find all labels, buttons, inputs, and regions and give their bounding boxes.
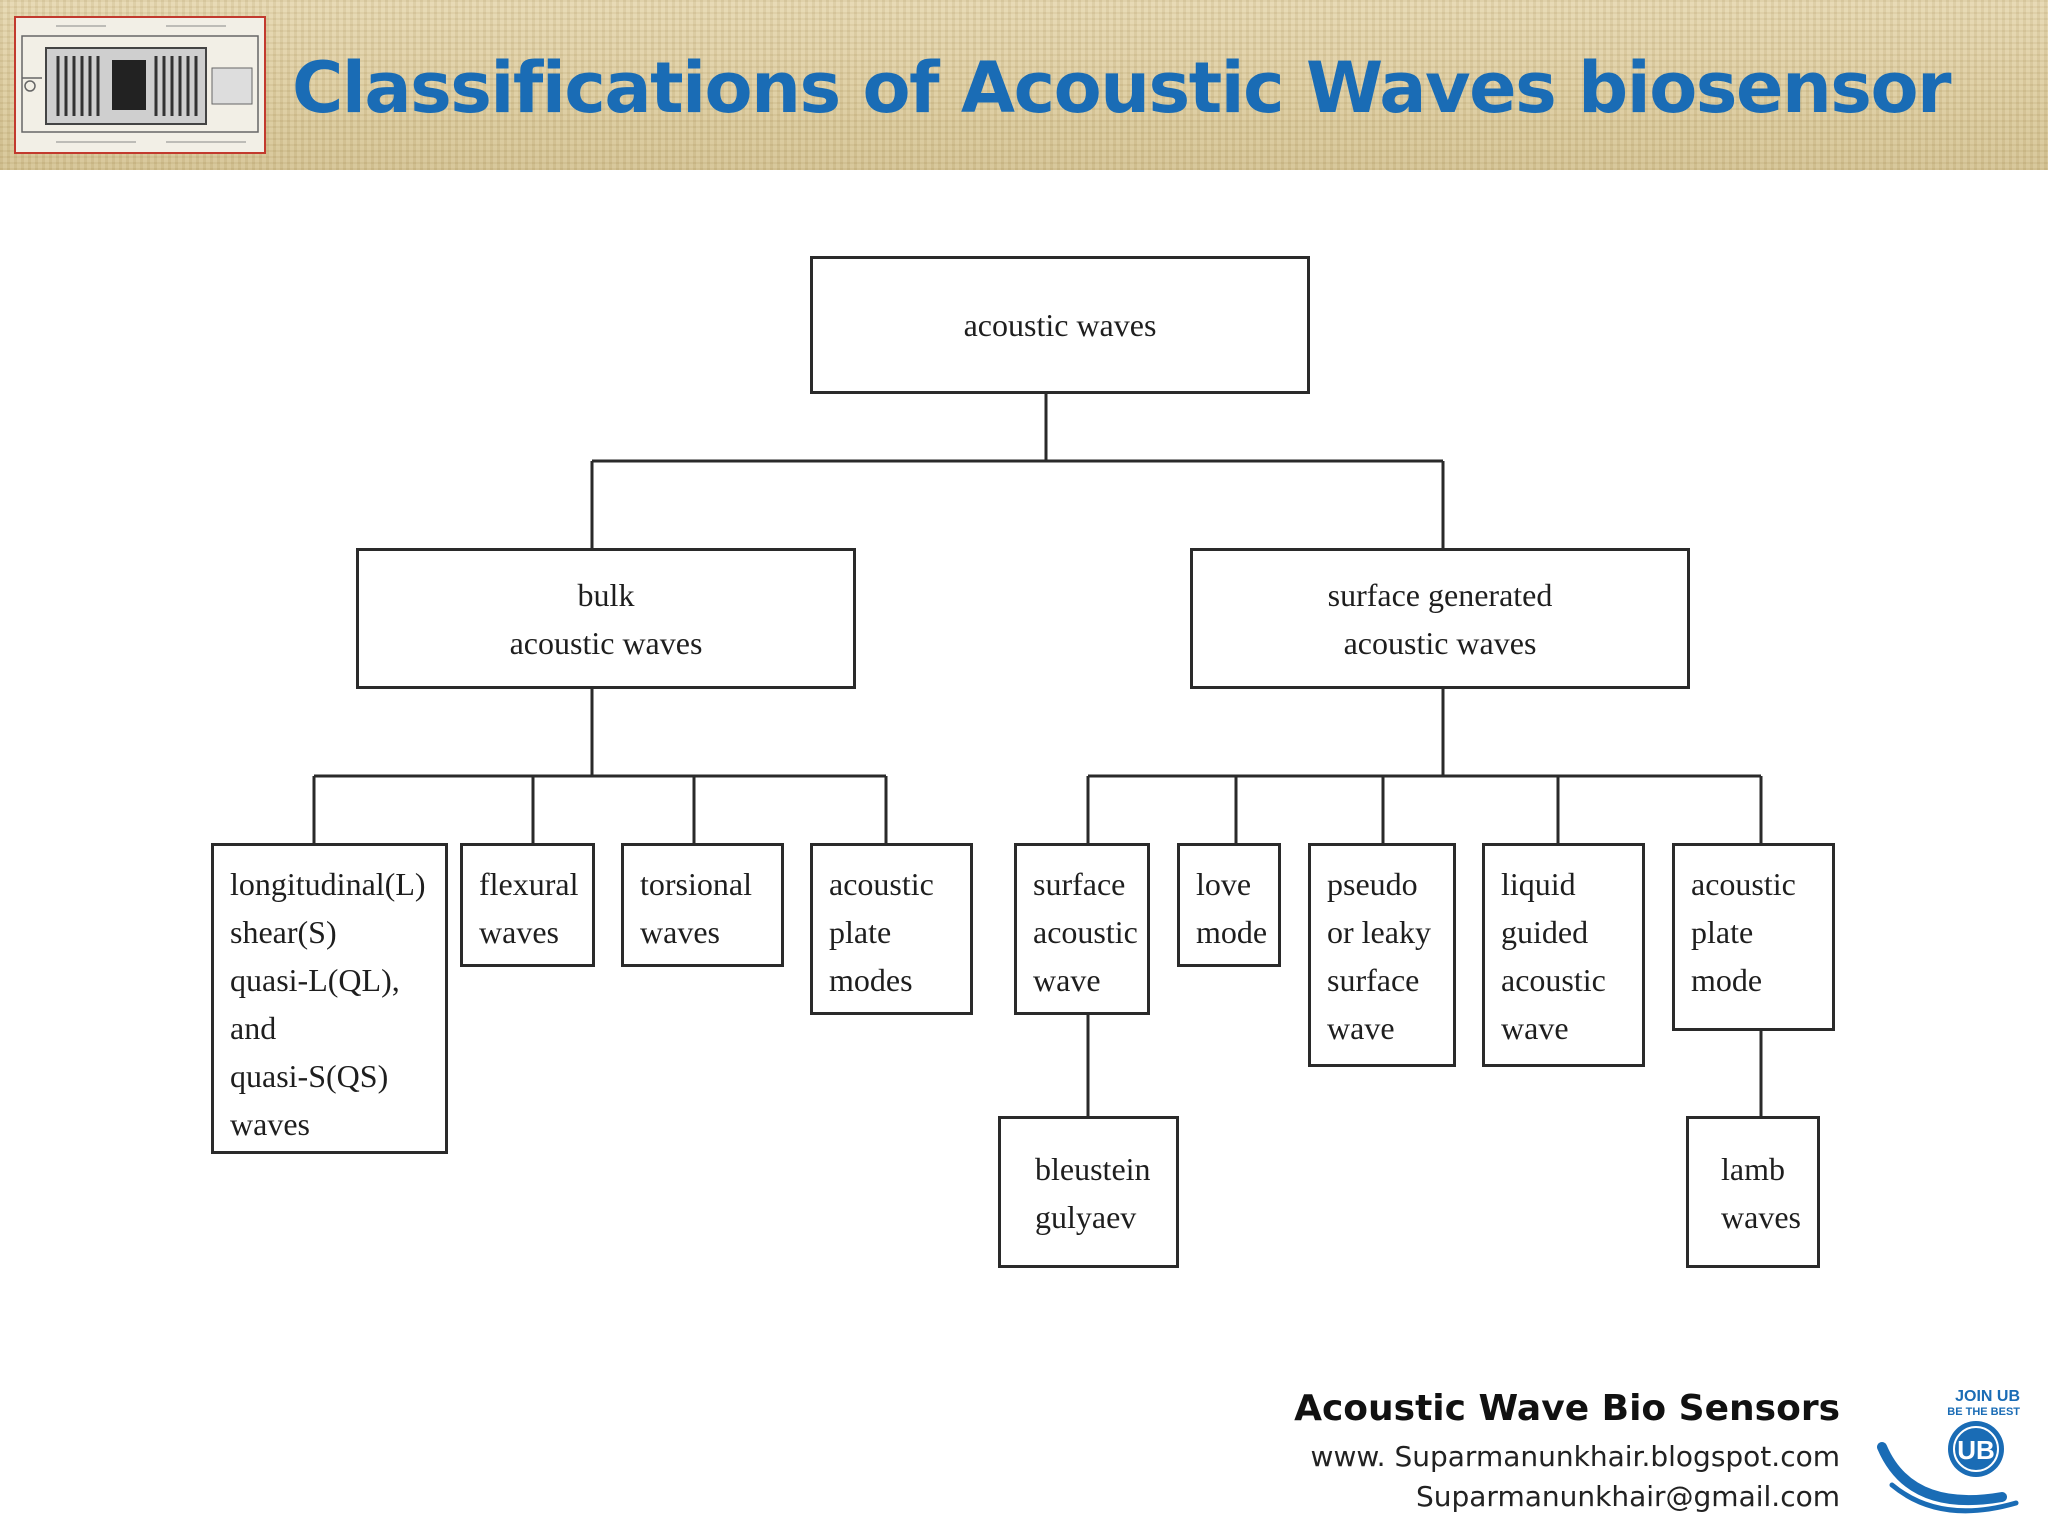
node-love-mode: love mode: [1177, 843, 1281, 967]
node-bleustein-gulyaev: bleustein gulyaev: [998, 1116, 1179, 1268]
logo-text-mid: BE THE BEST: [1947, 1406, 2020, 1418]
node-lamb-label: lamb waves: [1721, 1151, 1801, 1235]
node-longitudinal-label: longitudinal(L) shear(S) quasi-L(QL), an…: [230, 866, 426, 1142]
node-acoustic-waves: acoustic waves: [810, 256, 1310, 394]
node-pseudo-leaky-label: pseudo or leaky surface wave: [1327, 866, 1431, 1046]
node-acoustic-waves-label: acoustic waves: [963, 307, 1157, 343]
node-acoustic-plate-modes-label: acoustic plate modes: [829, 866, 934, 998]
node-saw-label: surface acoustic wave: [1033, 866, 1138, 998]
node-acoustic-plate-modes: acoustic plate modes: [810, 843, 973, 1015]
node-bulk-label: bulk acoustic waves: [509, 576, 703, 661]
logo-text-center: UB: [1957, 1435, 1995, 1465]
node-surface-generated-acoustic-waves: surface generated acoustic waves: [1190, 548, 1690, 689]
header-banner: Classifications of Acoustic Waves biosen…: [0, 0, 2048, 170]
node-bulk-acoustic-waves: bulk acoustic waves: [356, 548, 856, 689]
node-liquid-guided-label: liquid guided acoustic wave: [1501, 866, 1606, 1046]
footer-title: Acoustic Wave Bio Sensors: [1294, 1388, 1840, 1429]
node-liquid-guided-acoustic-wave: liquid guided acoustic wave: [1482, 843, 1645, 1067]
ub-university-logo: JOIN UB BE THE BEST UB: [1870, 1385, 2030, 1525]
logo-text-top: JOIN UB: [1955, 1388, 2020, 1405]
node-lamb-waves: lamb waves: [1686, 1116, 1820, 1268]
sensor-device-thumbnail: [14, 16, 266, 154]
node-love-mode-label: love mode: [1196, 866, 1268, 950]
node-flexural-label: flexural waves: [479, 866, 579, 950]
node-surface-acoustic-wave: surface acoustic wave: [1014, 843, 1150, 1015]
page-title: Classifications of Acoustic Waves biosen…: [292, 47, 1952, 129]
node-flexural-waves: flexural waves: [460, 843, 595, 967]
footer-website-link[interactable]: www. Suparmanunkhair.blogspot.com: [1310, 1440, 1840, 1473]
node-surface-label: surface generated acoustic waves: [1327, 576, 1553, 661]
node-acoustic-plate-mode: acoustic plate mode: [1672, 843, 1835, 1031]
node-acoustic-plate-mode-label: acoustic plate mode: [1691, 866, 1796, 998]
footer-email-link[interactable]: Suparmanunkhair@gmail.com: [1415, 1480, 1840, 1513]
node-pseudo-leaky-surface-wave: pseudo or leaky surface wave: [1308, 843, 1456, 1067]
node-torsional-waves: torsional waves: [621, 843, 784, 967]
node-torsional-label: torsional waves: [640, 866, 752, 950]
node-longitudinal-shear-waves: longitudinal(L) shear(S) quasi-L(QL), an…: [211, 843, 448, 1154]
node-bleustein-label: bleustein gulyaev: [1035, 1151, 1151, 1235]
